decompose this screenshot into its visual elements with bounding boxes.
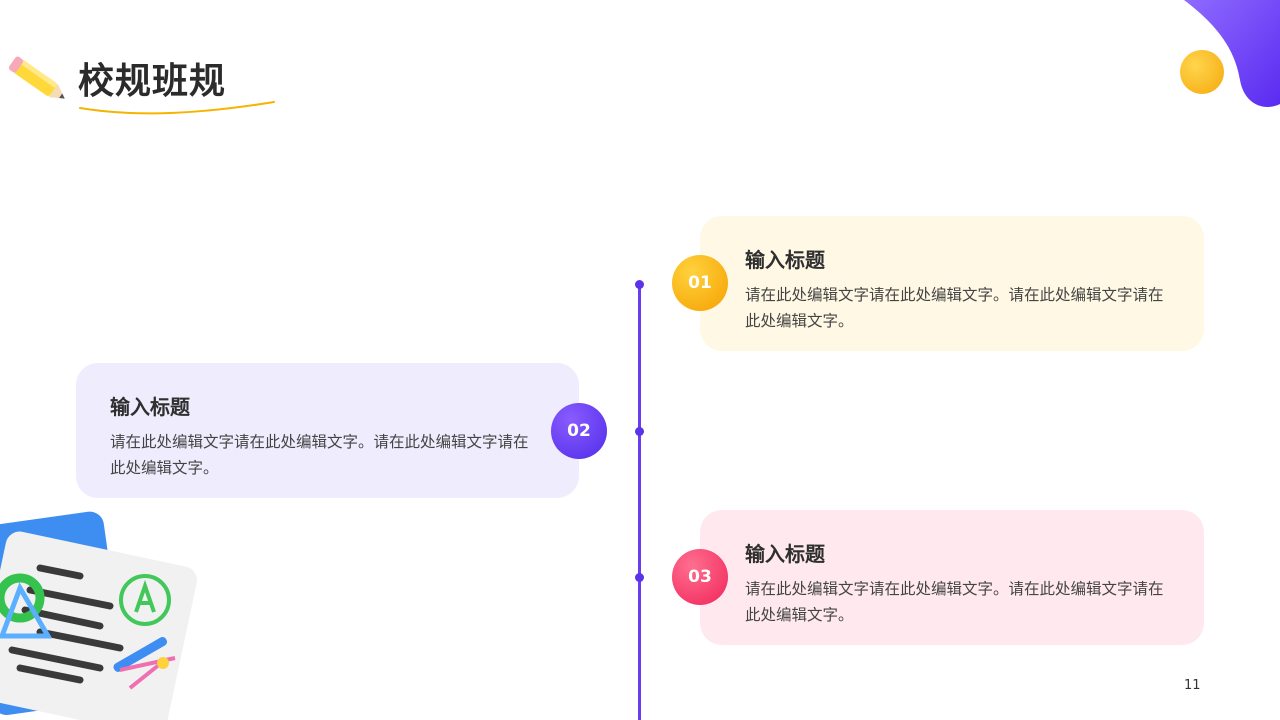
timeline-dot [635, 573, 644, 582]
card-title: 输入标题 [745, 542, 825, 566]
card-body: 请在此处编辑文字请在此处编辑文字。请在此处编辑文字请在此处编辑文字。 [745, 580, 1164, 624]
timeline-line [638, 284, 641, 720]
pencil-icon [8, 56, 65, 99]
page-title: 校规班规 [78, 61, 227, 102]
timeline-dot [635, 280, 644, 289]
blob-decoration [1184, 0, 1280, 107]
timeline-dot [635, 427, 644, 436]
step-badge-3: 03 [672, 549, 728, 605]
card-title: 输入标题 [110, 395, 190, 419]
timeline-card-3: 输入标题 请在此处编辑文字请在此处编辑文字。请在此处编辑文字请在此处编辑文字。 [700, 510, 1204, 645]
timeline-card-2: 输入标题 请在此处编辑文字请在此处编辑文字。请在此处编辑文字请在此处编辑文字。 [76, 363, 579, 498]
step-badge-1: 01 [672, 255, 728, 311]
card-body: 请在此处编辑文字请在此处编辑文字。请在此处编辑文字请在此处编辑文字。 [745, 286, 1164, 330]
page-number: 11 [1184, 678, 1201, 693]
card-title: 输入标题 [745, 248, 825, 272]
step-badge-2: 02 [551, 403, 607, 459]
sun-circle-decoration [1180, 50, 1224, 94]
card-body: 请在此处编辑文字请在此处编辑文字。请在此处编辑文字请在此处编辑文字。 [110, 433, 529, 477]
school-supplies-illustration [0, 511, 197, 720]
timeline-card-1: 输入标题 请在此处编辑文字请在此处编辑文字。请在此处编辑文字请在此处编辑文字。 [700, 216, 1204, 351]
title-underline-decoration [79, 101, 275, 115]
